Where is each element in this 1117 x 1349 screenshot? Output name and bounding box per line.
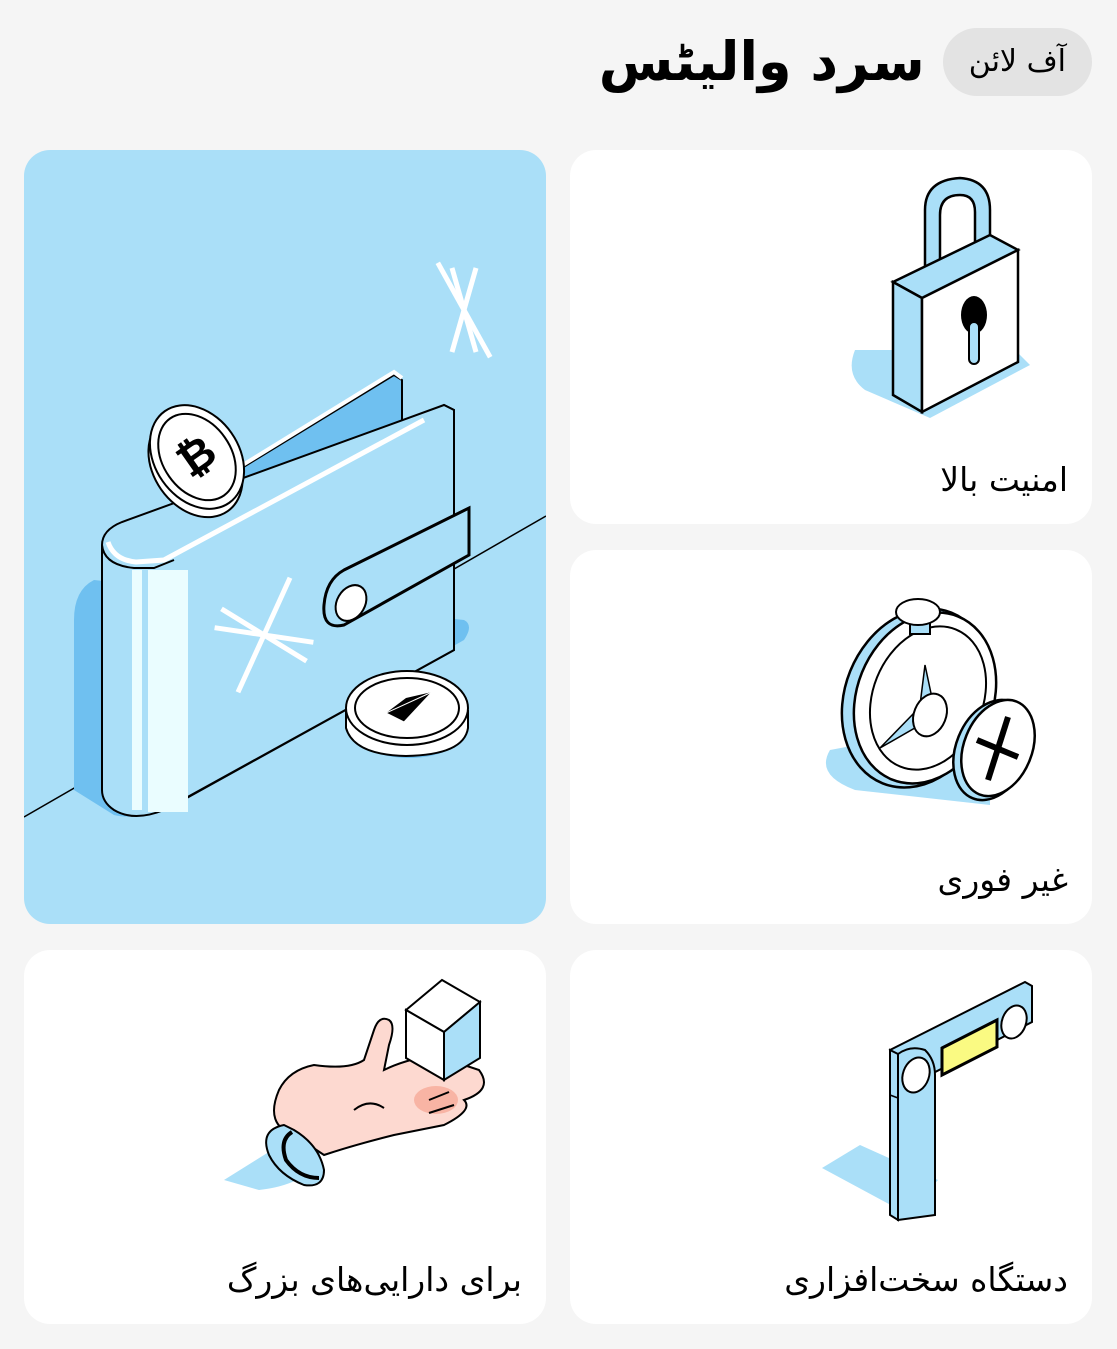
- card-label-large-assets: برای دارایی‌های بزرگ: [226, 1260, 522, 1299]
- page-header: آف لائن سرد والیٹس: [599, 28, 1092, 96]
- bitcoin-coin-icon: ₿: [147, 404, 246, 519]
- card-label-high-security: امنیت بالا: [940, 460, 1068, 499]
- offline-badge-label: آف لائن: [968, 44, 1066, 79]
- card-cold-wallet: ₿: [24, 150, 546, 924]
- page-title: سرد والیٹس: [598, 30, 925, 93]
- hardware-wallet-icon: [822, 980, 1033, 1222]
- snowflake-icon: [214, 261, 493, 694]
- stopwatch-cross-icon: [825, 598, 1036, 805]
- card-not-instant: غیر فوری: [570, 550, 1092, 924]
- card-hardware-device: دستگاه سخت‌افزاری: [570, 950, 1092, 1324]
- cold-wallet-icon: ₿: [24, 261, 546, 818]
- card-label-not-instant: غیر فوری: [937, 860, 1068, 899]
- ethereum-coin-icon: [345, 670, 469, 758]
- padlock-icon: [851, 176, 1030, 418]
- card-label-hardware-device: دستگاه سخت‌افزاری: [784, 1260, 1068, 1299]
- card-high-security: امنیت بالا: [570, 150, 1092, 524]
- card-large-assets: برای دارایی‌های بزرگ: [24, 950, 546, 1324]
- hand-holding-cube-icon: [224, 978, 485, 1190]
- offline-badge: آف لائن: [942, 28, 1092, 96]
